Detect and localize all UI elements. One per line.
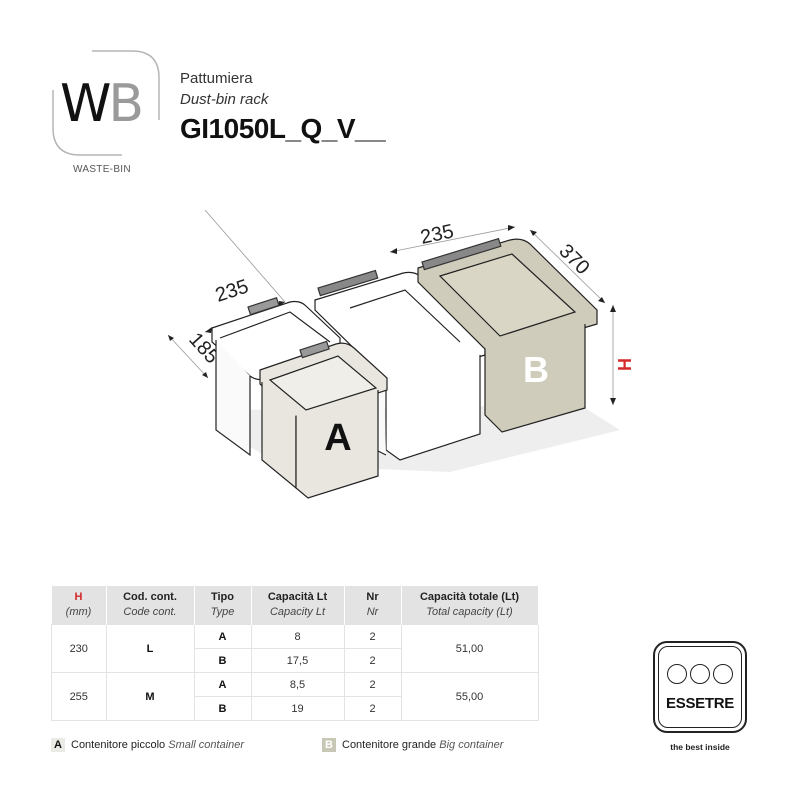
header-total: Capacità totale (Lt)Total capacity (Lt) — [401, 586, 539, 625]
legend-b-en: Big container — [439, 739, 504, 751]
essetre-logo: ESSETRE — [653, 641, 747, 733]
cell-code: M — [105, 672, 195, 721]
dim-height: H — [614, 358, 634, 371]
wb-logo — [52, 50, 160, 156]
header-code: Cod. cont.Code cont. — [106, 586, 195, 625]
three-circles-icon — [667, 664, 733, 684]
cell-capacity: 17,5 — [250, 648, 345, 673]
legend-small-container: A Contenitore piccolo Small container — [51, 738, 244, 752]
cell-h: 255 — [51, 672, 107, 721]
title-italian: Pattumiera — [180, 70, 253, 87]
cell-nr: 2 — [343, 624, 402, 649]
table-row: 230 L A 8 2 51,00 — [51, 624, 539, 673]
legend-a-en: Small container — [168, 739, 245, 751]
table-row: B 19 2 — [52, 696, 539, 721]
cell-nr: 2 — [343, 648, 402, 673]
swatch-a: A — [51, 738, 65, 752]
container-a-label: A — [324, 417, 351, 459]
cell-capacity: 19 — [250, 696, 345, 721]
cell-type: B — [193, 696, 252, 721]
cell-h: 230 — [51, 624, 107, 673]
cell-type: A — [193, 672, 252, 697]
title-english: Dust-bin rack — [180, 91, 269, 108]
cell-code: L — [105, 624, 195, 673]
swatch-b: B — [322, 738, 336, 752]
dim-width-small: 235 — [213, 276, 252, 307]
dim-width-big: 235 — [418, 220, 455, 248]
brand-tagline: the best inside — [670, 742, 730, 752]
product-drawing: 235 185 235 370 H B — [150, 209, 650, 500]
container-b-label: B — [523, 349, 549, 390]
cell-nr: 2 — [343, 672, 402, 697]
cell-capacity: 8 — [250, 624, 345, 649]
product-code: GI1050L_Q_V__ — [180, 113, 386, 144]
brand-name: ESSETRE — [666, 695, 734, 712]
wb-logo-text: WB — [60, 74, 144, 134]
header-h: H(mm) — [51, 586, 107, 625]
legend-big-container: B Contenitore grande Big container — [322, 738, 503, 752]
cell-total: 55,00 — [400, 672, 539, 721]
cell-total: 51,00 — [400, 624, 539, 673]
logo-caption: WASTE-BIN — [73, 164, 131, 175]
cell-capacity: 8,5 — [250, 672, 345, 697]
legend-a-it: Contenitore piccolo — [71, 739, 166, 751]
cell-nr: 2 — [343, 696, 402, 721]
legend-b-it: Contenitore grande — [342, 739, 437, 751]
table-row: 255 M A 8,5 2 55,00 — [51, 672, 539, 721]
cell-type: B — [193, 648, 252, 673]
cell-type: A — [193, 624, 252, 649]
